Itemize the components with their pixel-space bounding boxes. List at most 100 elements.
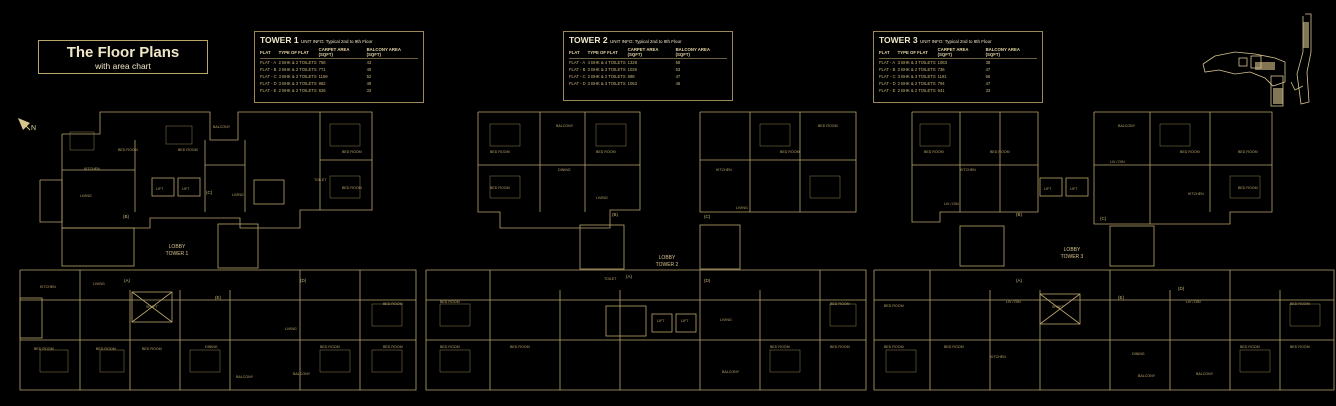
table-header-cell: BALCONY AREA (SQFT) [366, 47, 418, 59]
room-label: KITCHEN [84, 167, 100, 171]
room-label: LIV / DIN [1186, 300, 1201, 304]
room-label: BED ROOM [830, 302, 850, 306]
room-label: BED ROOM [510, 345, 530, 349]
table-header-cell: BALCONY AREA (SQFT) [675, 47, 727, 59]
room-label: BED ROOM [490, 150, 510, 154]
tower-1-area-table: TOWER 1 UNIT INFO: Typical 2nd to 9th Fl… [254, 31, 424, 103]
room-label: BALCONY [236, 375, 254, 379]
flat-marker-d-t2: (D) [704, 278, 711, 283]
table-cell: 626 [318, 88, 326, 93]
table-cell: FLAT - D [260, 81, 277, 86]
table-cell: 641 [937, 88, 945, 93]
flat-marker-b: (B) [123, 214, 129, 219]
room-label: BED ROOM [1180, 150, 1200, 154]
room-label: BED ROOM [342, 186, 362, 190]
table-cell: 3 BHK & 3 TOILETS [587, 81, 626, 86]
room-label: LIFT [1044, 187, 1052, 191]
room-label: KITCHEN [990, 355, 1006, 359]
lobby-1-line1: LOBBY [168, 244, 186, 250]
room-label: BED ROOM [1238, 150, 1258, 154]
table-cell: 698 [627, 74, 635, 79]
room-label: KITCHEN [960, 168, 976, 172]
room-label: BED ROOM [383, 345, 403, 349]
room-label: LIV / DIN [1110, 160, 1125, 164]
table-cell: 33 [366, 88, 372, 93]
table-header-cell: TYPE OF FLAT [897, 47, 938, 59]
room-label: LIFT [182, 187, 190, 191]
table-header-cell: FLAT [569, 47, 588, 59]
room-label: LIFT [681, 319, 689, 323]
table-cell: 3 BHK & 3 TOILETS [278, 81, 317, 86]
table-cell: 33 [985, 88, 991, 93]
table-cell: 1328 [627, 60, 637, 65]
table-cell: 49 [366, 81, 372, 86]
table-cell: 2 BHK & 2 TOILETS [897, 67, 936, 72]
table-header-cell: CARPET AREA (SQFT) [627, 47, 676, 59]
room-label: TOILET [314, 178, 327, 182]
table-cell: FLAT - B [260, 67, 277, 72]
room-label: LIV / DIN [1006, 300, 1021, 304]
tower-unit-info: UNIT INFO: Typical 2nd to 9th Floor [919, 39, 992, 44]
table-cell: FLAT - E [879, 88, 896, 93]
table-cell: 2 BHK & 2 TOILETS [278, 67, 317, 72]
table-cell: 47 [675, 74, 681, 79]
tower-unit-info: UNIT INFO: Typical 2nd to 9th Floor [609, 39, 682, 44]
room-label: BED ROOM [320, 345, 340, 349]
tower-2-area-table: TOWER 2 UNIT INFO: Typical 2nd to 9th Fl… [563, 31, 733, 101]
lobby-tower-1-label: LOBBY TOWER 1 [155, 244, 199, 258]
tower-name: TOWER 1 [260, 35, 299, 45]
room-label: BED ROOM [818, 124, 838, 128]
room-label: BED ROOM [1238, 186, 1258, 190]
table-cell: 2 BHK & 2 TOILETS [897, 88, 936, 93]
flat-marker-d-t3: (D) [1178, 286, 1185, 291]
room-label: DINING [558, 168, 571, 172]
tower-table-heading: TOWER 2 UNIT INFO: Typical 2nd to 9th Fl… [569, 35, 727, 45]
room-label: BED ROOM [770, 345, 790, 349]
table-header-cell: FLAT [260, 47, 279, 59]
table-cell: 794 [937, 81, 945, 86]
room-label: LIVING [720, 318, 732, 322]
table-cell: FLAT - A [879, 60, 896, 65]
tower-unit-info: UNIT INFO: Typical 2nd to 9th Floor [300, 39, 373, 44]
room-label: SHAFT [146, 305, 158, 309]
tower-table-heading: TOWER 1 UNIT INFO: Typical 2nd to 9th Fl… [260, 35, 418, 45]
room-label: KITCHEN [40, 285, 56, 289]
flat-marker-a-t3: (A) [1016, 278, 1022, 283]
table-cell: FLAT - D [879, 81, 896, 86]
flat-marker-c-t2: (C) [704, 214, 711, 219]
room-label: BALCONY [1196, 372, 1214, 376]
table-cell: FLAT - C [879, 74, 896, 79]
page-title: The Floor Plans [66, 44, 180, 61]
table-cell: 2 BHK & 2 TOILETS [278, 88, 317, 93]
flat-marker-d: (D) [300, 278, 307, 283]
table-cell: 1026 [627, 67, 637, 72]
room-label: BED ROOM [990, 150, 1010, 154]
room-label: BALCONY [722, 370, 740, 374]
table-header-cell: TYPE OF FLAT [278, 47, 319, 59]
table-cell: 47 [985, 81, 991, 86]
room-label: LIVING [232, 193, 244, 197]
room-label: BED ROOM [1290, 302, 1310, 306]
room-label: LIVING [80, 194, 92, 198]
room-label: BED ROOM [440, 345, 460, 349]
north-label: N [31, 125, 37, 132]
lobby-tower-3-label: LOBBY TOWER 3 [1050, 247, 1094, 261]
page-title-box: The Floor Plans with area chart [38, 40, 208, 74]
room-label: DINING [205, 345, 218, 349]
lobby-2-line2: TOWER 2 [655, 262, 679, 268]
table-cell: 56 [985, 74, 991, 79]
room-label: BED ROOM [596, 150, 616, 154]
room-label: BED ROOM [342, 150, 362, 154]
room-label: BED ROOM [383, 302, 403, 306]
room-label: BED ROOM [884, 304, 904, 308]
